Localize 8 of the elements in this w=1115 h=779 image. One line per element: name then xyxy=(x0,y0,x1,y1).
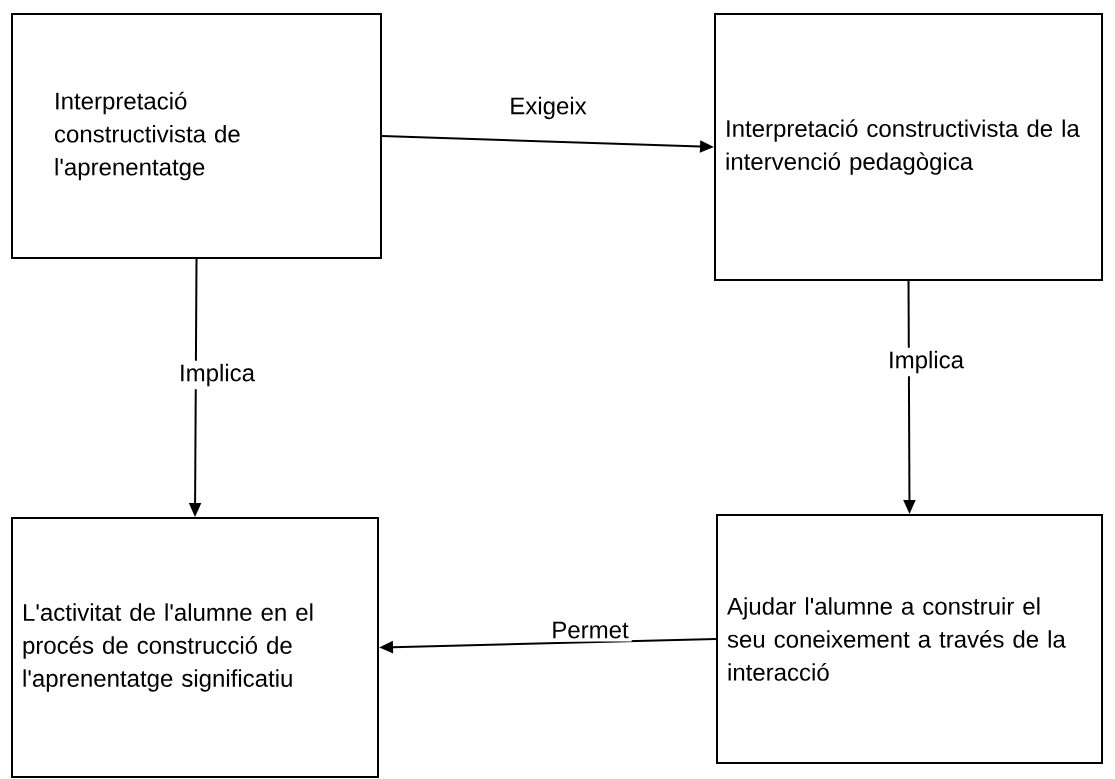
edge-label: Implica xyxy=(885,347,967,377)
edge-label: Implica xyxy=(176,360,258,390)
text-box: Interpretació constructivista de la intervenció pedagògica xyxy=(714,13,1103,281)
edge-label: Permet xyxy=(548,618,632,642)
text-box: Interpretació constructivista de l'aprenentatge xyxy=(11,13,382,259)
text-box: Ajudar l'alumne a construir el seu coneixement a través de la interacció xyxy=(716,514,1103,764)
text-box: L'activitat de l'alumne en el procés de construcció de l'aprenentatge significatiu xyxy=(11,517,379,778)
edge-label: Exigeix xyxy=(506,93,590,123)
